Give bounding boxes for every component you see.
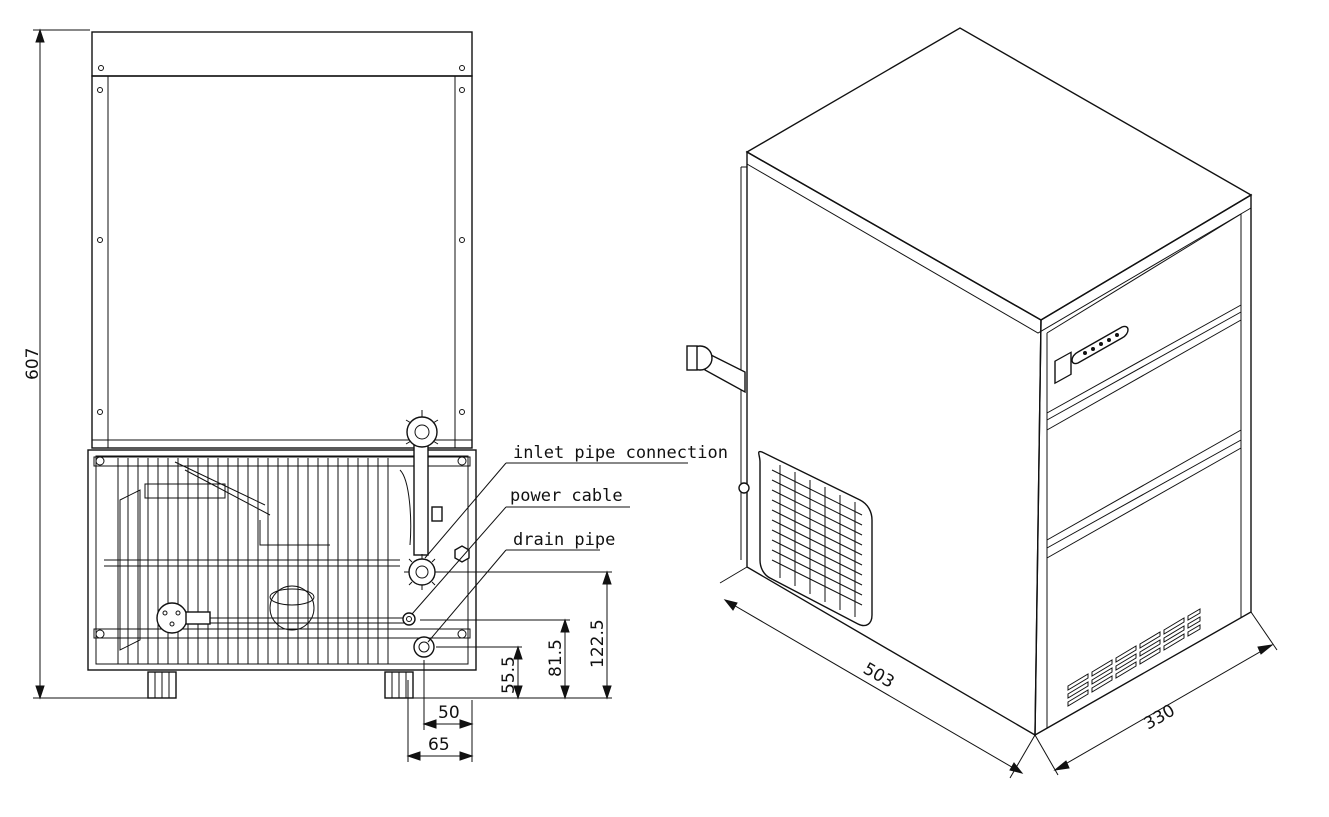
right-dimensions	[413, 570, 612, 700]
side-face	[746, 150, 1042, 737]
dim-depth: 503	[860, 659, 898, 693]
callout-leaders	[411, 462, 688, 643]
rear-view	[87, 31, 477, 699]
label-drain-pipe: drain pipe	[513, 530, 615, 550]
fan-motor	[156, 602, 188, 634]
height-dimension	[33, 28, 148, 700]
inlet-connection	[408, 558, 436, 586]
upper-panel	[91, 75, 473, 449]
side-grille	[758, 450, 873, 627]
dim-55-5: 55.5	[499, 656, 519, 694]
label-inlet-pipe: inlet pipe connection	[513, 443, 728, 463]
dim-122-5: 122.5	[588, 619, 608, 668]
power-switch	[1054, 351, 1072, 385]
top-face	[745, 27, 1253, 321]
dim-81-5: 81.5	[546, 639, 566, 677]
drain-pipe	[413, 636, 435, 658]
label-power-cable: power cable	[510, 486, 623, 506]
rear-grille	[117, 458, 389, 664]
dim-width: 330	[1141, 701, 1179, 735]
bottom-dimensions	[406, 660, 474, 762]
front-vents	[1067, 608, 1201, 707]
top-cap	[91, 31, 473, 77]
power-cable-gland	[402, 612, 416, 626]
iso-dimensions	[719, 566, 1278, 779]
dim-50: 50	[438, 703, 460, 723]
side-grille-slats	[771, 465, 863, 617]
isometric-view	[686, 27, 1253, 737]
dim-height: 607	[23, 348, 43, 380]
dim-65: 65	[428, 735, 450, 755]
inlet-pipe	[413, 444, 429, 556]
